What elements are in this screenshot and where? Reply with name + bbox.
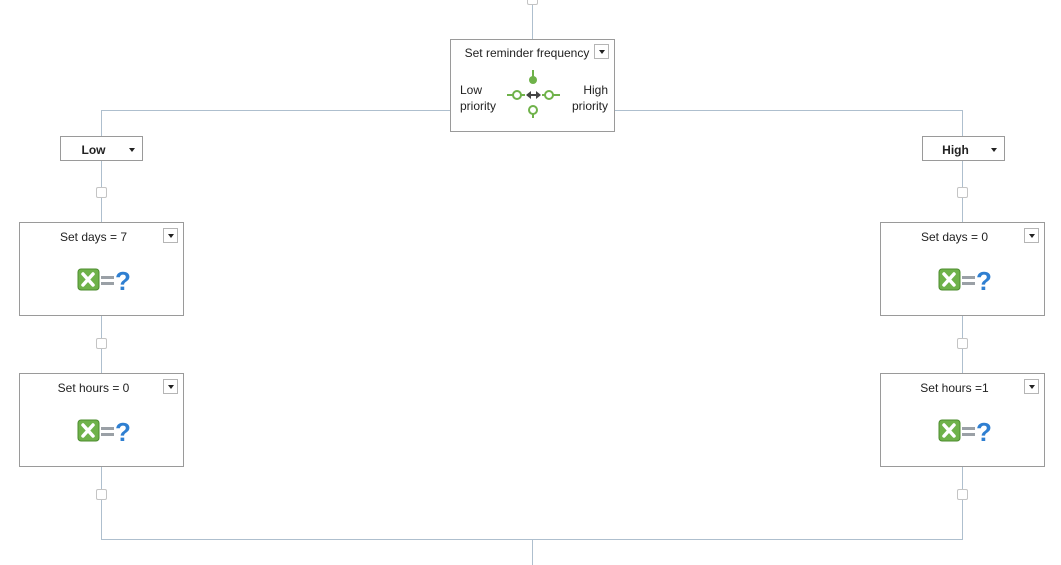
high-priority-label-line1: High bbox=[583, 83, 608, 97]
decision-node[interactable]: Set reminder frequency Low priority High… bbox=[450, 39, 615, 132]
decision-title: Set reminder frequency bbox=[464, 46, 590, 60]
action-title: Set days = 0 bbox=[920, 230, 989, 244]
decision-dropdown-button[interactable] bbox=[594, 44, 609, 59]
action-node-low-hours[interactable]: Set hours = 0 ? bbox=[19, 373, 184, 467]
branch-low-label: Low bbox=[81, 143, 106, 157]
svg-text:?: ? bbox=[115, 266, 131, 294]
low-priority-label: Low priority bbox=[460, 82, 496, 114]
action-dropdown-button[interactable] bbox=[163, 228, 178, 243]
action-title: Set days = 7 bbox=[59, 230, 128, 244]
action-dropdown-button[interactable] bbox=[163, 379, 178, 394]
left-branch-line bbox=[101, 110, 102, 540]
low-priority-label-line2: priority bbox=[460, 99, 497, 113]
high-priority-label-line2: priority bbox=[571, 99, 608, 113]
assign-variable-icon: ? bbox=[77, 417, 131, 445]
action-node-low-days[interactable]: Set days = 7 ? bbox=[19, 222, 184, 316]
high-priority-label: High priority bbox=[572, 82, 608, 114]
action-dropdown-button[interactable] bbox=[1024, 379, 1039, 394]
connector-low-1[interactable] bbox=[96, 187, 107, 198]
action-node-high-days[interactable]: Set days = 0 ? bbox=[880, 222, 1045, 316]
svg-text:?: ? bbox=[976, 266, 992, 294]
svg-text:?: ? bbox=[976, 417, 992, 445]
action-title: Set hours =1 bbox=[920, 381, 989, 395]
assign-variable-icon: ? bbox=[938, 417, 992, 445]
bottom-connector-line bbox=[532, 539, 533, 565]
connector-low-3[interactable] bbox=[96, 489, 107, 500]
branch-high-dropdown[interactable]: High bbox=[922, 136, 1005, 161]
action-title: Set hours = 0 bbox=[57, 381, 130, 395]
svg-text:?: ? bbox=[115, 417, 131, 445]
connector-high-3[interactable] bbox=[957, 489, 968, 500]
connector-high-1[interactable] bbox=[957, 187, 968, 198]
action-node-high-hours[interactable]: Set hours =1 ? bbox=[880, 373, 1045, 467]
decision-switch-icon bbox=[507, 70, 560, 118]
connector-top[interactable] bbox=[527, 0, 538, 5]
connector-low-2[interactable] bbox=[96, 338, 107, 349]
connector-high-2[interactable] bbox=[957, 338, 968, 349]
branch-high-label: High bbox=[942, 143, 969, 157]
assign-variable-icon: ? bbox=[77, 266, 131, 294]
branch-low-dropdown[interactable]: Low bbox=[60, 136, 143, 161]
right-branch-line bbox=[962, 110, 963, 540]
assign-variable-icon: ? bbox=[938, 266, 992, 294]
action-dropdown-button[interactable] bbox=[1024, 228, 1039, 243]
chevron-down-icon bbox=[991, 148, 997, 152]
chevron-down-icon bbox=[129, 148, 135, 152]
low-priority-label-line1: Low bbox=[460, 83, 483, 97]
top-connector-line bbox=[532, 0, 533, 40]
